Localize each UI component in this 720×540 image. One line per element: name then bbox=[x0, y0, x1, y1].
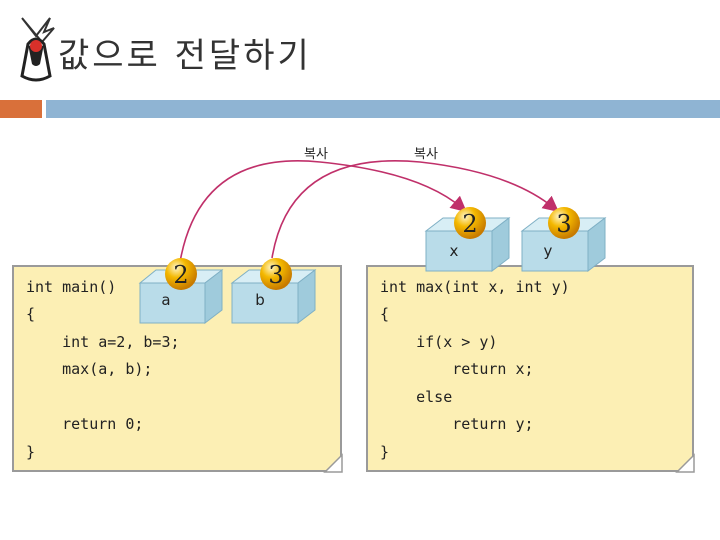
label-b: b bbox=[255, 291, 265, 309]
slide-title: 값으로 전달하기 bbox=[58, 36, 312, 76]
copy-label-b: 복사 bbox=[414, 147, 438, 162]
label-y: y bbox=[544, 242, 553, 260]
max-code-line-2: { bbox=[380, 305, 390, 323]
label-x: x bbox=[450, 242, 459, 260]
value-ball-y bbox=[548, 207, 580, 239]
main-panel-fold bbox=[323, 453, 343, 473]
main-code-line-1: int main() bbox=[26, 278, 117, 296]
copy-arrow-b-to-y bbox=[271, 160, 559, 259]
main-code-line-4: max(a, b); bbox=[26, 360, 153, 378]
main-code-line-6: return 0; bbox=[26, 415, 144, 433]
value-x: 2 bbox=[462, 210, 477, 238]
max-code-line-4: return x; bbox=[380, 360, 534, 378]
value-y: 3 bbox=[556, 210, 571, 238]
header-accent-bar-orange bbox=[0, 100, 42, 118]
max-code-line-6: return y; bbox=[380, 415, 534, 433]
copy-arrow-a-to-x bbox=[179, 160, 467, 263]
value-ball-b bbox=[260, 258, 292, 290]
copy-label-a: 복사 bbox=[304, 147, 328, 162]
value-ball-a bbox=[165, 258, 197, 290]
java-duke-logo bbox=[20, 17, 55, 82]
header-accent-bar-blue bbox=[46, 100, 720, 118]
value-b: 3 bbox=[268, 261, 283, 289]
max-code-line-1: int max(int x, int y) bbox=[380, 278, 570, 296]
variable-box-x bbox=[424, 216, 511, 273]
label-a: a bbox=[161, 291, 170, 309]
main-code-line-3: int a=2, b=3; bbox=[26, 333, 180, 351]
variable-box-a bbox=[138, 268, 224, 325]
main-code-line-7: } bbox=[26, 443, 36, 461]
value-a: 2 bbox=[173, 261, 188, 289]
max-panel-fold bbox=[675, 453, 695, 473]
value-ball-x bbox=[454, 207, 486, 239]
main-code-line-2: { bbox=[26, 305, 36, 323]
max-code-line-7: } bbox=[380, 443, 390, 461]
max-code-line-5: else bbox=[380, 388, 453, 406]
max-code-line-3: if(x > y) bbox=[380, 333, 498, 351]
